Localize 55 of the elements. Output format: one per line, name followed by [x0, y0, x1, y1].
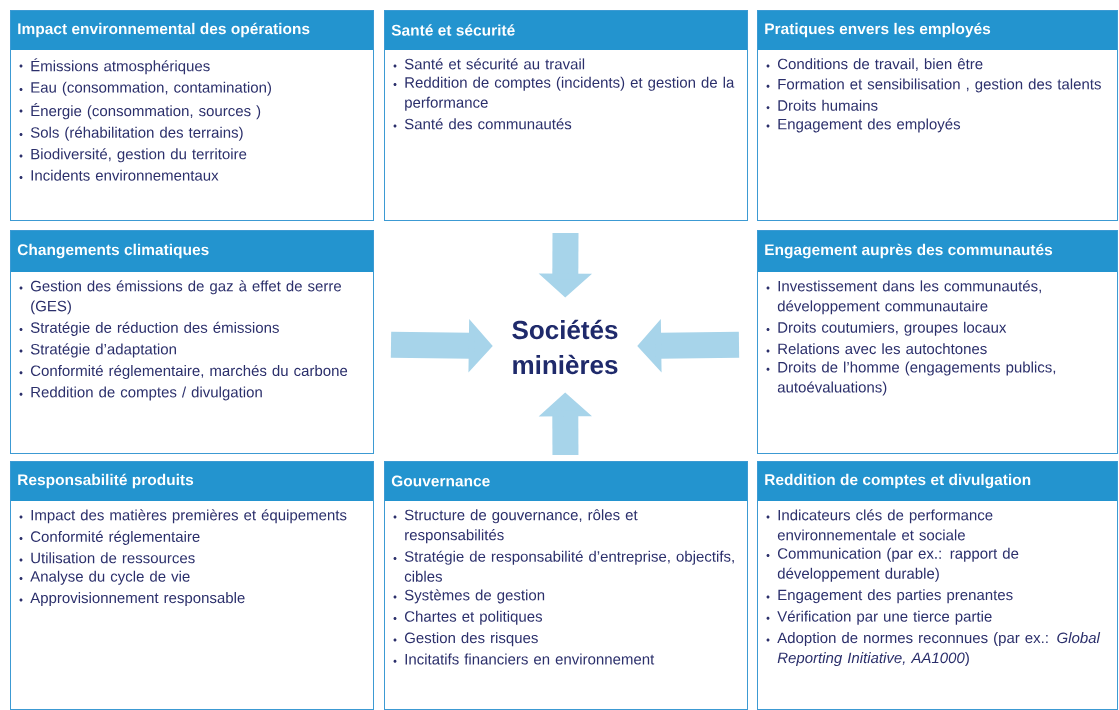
bullet-item: Santé et sécurité au travail — [393, 58, 585, 70]
bullet-item: Biodiversité, gestion du territoire — [19, 148, 247, 163]
bullet-item: Approvisionnement responsable — [19, 592, 245, 607]
bullet-item: Systèmes de gestion — [393, 589, 545, 604]
bullet-item: Gestion des risques — [393, 632, 538, 647]
bullet-item: Conformité réglementaire, marchés du carbone — [19, 364, 348, 379]
bullet-item: Stratégie de responsabilité d’entreprise, objectifs, cibles — [393, 550, 734, 582]
category-box — [384, 10, 748, 221]
bullet-item: Droits coutumiers, groupes locaux — [766, 321, 1007, 336]
bullet-item: Vérification par une tierce partie — [766, 610, 992, 625]
bullet-item: Reddition de comptes (incidents) et gestion de la performance — [393, 76, 735, 111]
category-box — [10, 230, 374, 454]
bullet-item: Énergie (consommation, sources ) — [19, 103, 261, 120]
bullet-item: Incitatifs financiers en environnement — [393, 653, 655, 665]
bullet-item: Santé des communautés — [393, 118, 572, 130]
bullet-item: Émissions atmosphériques — [19, 58, 210, 75]
bullet-item: Chartes et politiques — [393, 610, 543, 625]
bullet-item: Conditions de travail, bien être — [766, 58, 983, 72]
box-heading: Reddition de comptes et divulgation — [765, 473, 1031, 489]
category-box — [757, 230, 1118, 454]
bullet-item: Eau (consommation, contamination) — [19, 81, 271, 96]
category-box — [10, 461, 374, 710]
bullet-item: Adoption de normes reconnues (par ex.: Global Reporting Initiative, AA1000) — [766, 632, 1101, 667]
bullet-item: Analyse du cycle de vie — [19, 570, 190, 585]
bullet-item: Communication (par ex.: rapport de développement durable) — [766, 547, 1019, 582]
center-label: Sociétés minières — [512, 319, 618, 375]
box-heading: Responsabilité produits — [18, 473, 194, 489]
bullet-item: Investissement dans les communautés, développement communautaire — [766, 280, 1041, 315]
bullet-item: Reddition de comptes / divulgation — [19, 386, 262, 401]
bullet-item: Sols (réhabilitation des terrains) — [19, 126, 243, 141]
bullet-item: Relations avec les autochtones — [766, 343, 987, 355]
box-heading: Impact environnemental des opérations — [18, 22, 310, 38]
box-heading: Santé et sécurité — [391, 24, 515, 36]
box-heading: Changements climatiques — [17, 243, 209, 259]
category-box — [757, 10, 1118, 221]
bullet-item: Impact des matières premières et équipements — [19, 509, 347, 524]
bullet-item: Indicateurs clés de performance environnementale et sociale — [766, 509, 993, 541]
bullet-item: Stratégie de réduction des émissions — [19, 321, 279, 336]
box-heading: Pratiques envers les employés — [765, 22, 991, 38]
box-heading: Engagement auprès des communautés — [765, 243, 1053, 259]
bullet-item: Stratégie d’adaptation — [19, 343, 176, 358]
bullet-item: Engagement des parties prenantes — [766, 589, 1013, 604]
bullet-item: Engagement des employés — [766, 118, 961, 133]
bullet-item: Utilisation de ressources — [19, 552, 195, 564]
bullet-item: Incidents environnementaux — [19, 169, 219, 181]
bullet-item: Structure de gouvernance, rôles et responsabilités — [393, 509, 638, 544]
category-box — [384, 461, 748, 710]
bullet-item: Droits humains — [766, 99, 878, 111]
box-heading: Gouvernance — [391, 475, 490, 487]
category-box — [757, 461, 1118, 710]
bullet-item: Gestion des émissions de gaz à effet de serre (GES) — [19, 280, 342, 315]
bullet-item: Conformité réglementaire — [19, 530, 200, 545]
category-box — [10, 10, 374, 221]
bullet-item: Droits de l’homme (engagements publics, autoévaluations) — [766, 361, 1056, 396]
bullet-item: Formation et sensibilisation , gestion des talents — [766, 78, 1101, 93]
